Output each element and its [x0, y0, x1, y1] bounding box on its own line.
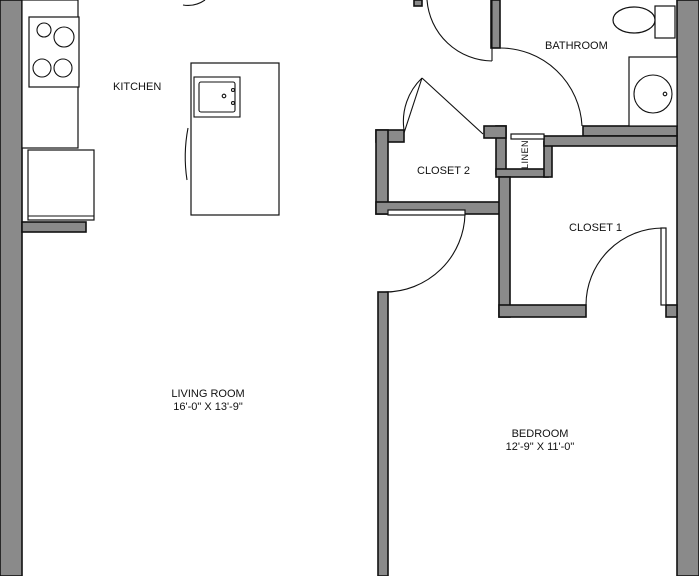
closet2-label: CLOSET 2	[417, 165, 470, 177]
stove	[28, 16, 80, 88]
island-sink	[193, 76, 241, 118]
bathroom-south-wall	[582, 125, 678, 137]
living-room-name: LIVING ROOM	[171, 388, 245, 400]
closet2-door-swing	[402, 77, 423, 131]
stove-burner-icon	[36, 22, 52, 38]
dishwasher-swing	[184, 127, 189, 181]
faucet-icon	[230, 100, 236, 106]
faucet-icon	[662, 91, 668, 97]
bathroom-west-wall	[490, 0, 501, 49]
closet1-door-swing	[585, 227, 664, 306]
left-exterior-wall	[0, 0, 23, 576]
island-sink-basin	[198, 81, 236, 113]
bathroom-label: BATHROOM	[545, 40, 608, 52]
kitchen-label: KITCHEN	[113, 81, 162, 93]
linen-door	[510, 133, 545, 140]
linen-wall-right	[543, 141, 553, 178]
linen-label: LINEN	[520, 140, 530, 170]
linen-wall-bottom	[495, 168, 549, 178]
stove-burner-icon	[32, 58, 52, 78]
faucet-icon	[221, 93, 227, 99]
linen-wall-top	[543, 135, 678, 147]
bedroom-west-wall	[377, 291, 389, 576]
bathroom-door-swing	[426, 0, 493, 62]
closet2-door-leaf	[403, 77, 423, 134]
closet1-label: CLOSET 1	[569, 222, 622, 234]
top-wall-stub	[413, 0, 423, 7]
toilet-icon	[612, 6, 656, 34]
bedroom-label: BEDROOM 12'-9" X 11'-0"	[494, 428, 586, 454]
stove-burner-icon	[53, 58, 73, 78]
linen-wall-stub	[483, 125, 507, 139]
bedroom-dims: 12'-9" X 11'-0"	[505, 441, 575, 453]
bathroom-inner-door-swing	[499, 47, 583, 127]
living-room-label: LIVING ROOM 16'-0" X 13'-9"	[160, 388, 256, 414]
closet1-wall-bottom	[498, 304, 587, 318]
bedroom-door-swing	[384, 213, 466, 293]
closet1-wall-stub	[665, 304, 678, 318]
refrigerator	[27, 149, 95, 221]
closet2-door-leaf	[421, 77, 484, 135]
living-room-dims: 16'-0" X 13'-9"	[173, 401, 243, 413]
vanity	[628, 56, 678, 127]
stove-burner-icon	[53, 26, 75, 48]
bedroom-name: BEDROOM	[511, 428, 569, 440]
toilet-tank	[654, 5, 676, 39]
door-swing	[182, 0, 206, 6]
closet1-wall-left	[498, 176, 511, 318]
closet1-door-leaf	[660, 227, 667, 306]
faucet-icon	[230, 87, 236, 93]
right-exterior-wall	[676, 0, 699, 576]
vanity-sink-icon	[633, 74, 673, 114]
kitchen-partition-wall	[21, 221, 87, 233]
bedroom-door-leaf	[387, 209, 466, 216]
